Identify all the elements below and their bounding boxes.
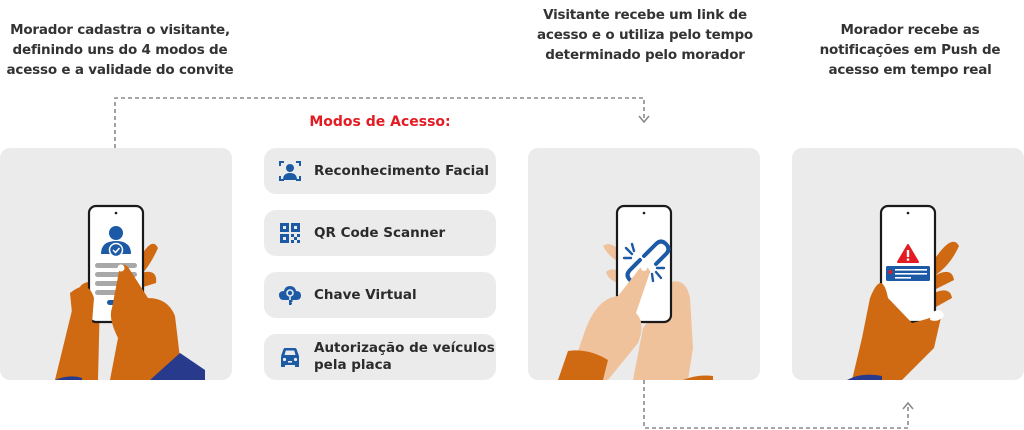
sleeve [150,353,205,380]
step-3-illustration-card [792,148,1024,380]
access-mode-label: Autorização de veículos pela placa [314,340,495,373]
pointing-hand [110,264,180,380]
holding-hand [633,281,693,380]
step-1-caption: Morador cadastra o visitante, definindo … [6,22,234,78]
car-icon [281,348,299,367]
step-2-illustration-card [528,148,760,380]
sleeve [558,350,608,380]
access-mode-virtual-key: Chave Virtual [264,272,496,318]
access-mode-face-recognition: Reconhecimento Facial [264,148,496,194]
face-recognition-icon [279,161,301,181]
step-3-caption: Morador recebe as notificações em Push d… [819,22,1001,78]
step-2-caption: Visitante recebe um link de acesso e o u… [537,7,753,63]
arrow-up-icon [902,401,914,410]
cloud-key-icon [279,286,301,305]
hands-tapping-link-illustration [558,204,713,380]
access-mode-label: QR Code Scanner [314,224,446,241]
step-1-illustration-card [0,148,232,380]
access-mode-vehicle-plate: Autorização de veículos pela placa [264,334,496,380]
qr-code-icon [280,223,300,243]
pointing-hand [568,266,650,380]
access-mode-label: Reconhecimento Facial [314,162,490,179]
sleeve [847,374,882,380]
access-mode-label: Chave Virtual [314,286,417,303]
hands-registering-visitor-illustration [55,204,205,380]
hand-holding-phone-alert-illustration [847,204,959,380]
connector-step2-to-step3 [643,380,909,429]
access-modes-title: Modos de Acesso: [309,114,451,130]
user-check-icon [109,226,123,240]
holding-hand [852,283,942,380]
arrow-down-icon [638,115,650,124]
access-mode-qr-code: QR Code Scanner [264,210,496,256]
